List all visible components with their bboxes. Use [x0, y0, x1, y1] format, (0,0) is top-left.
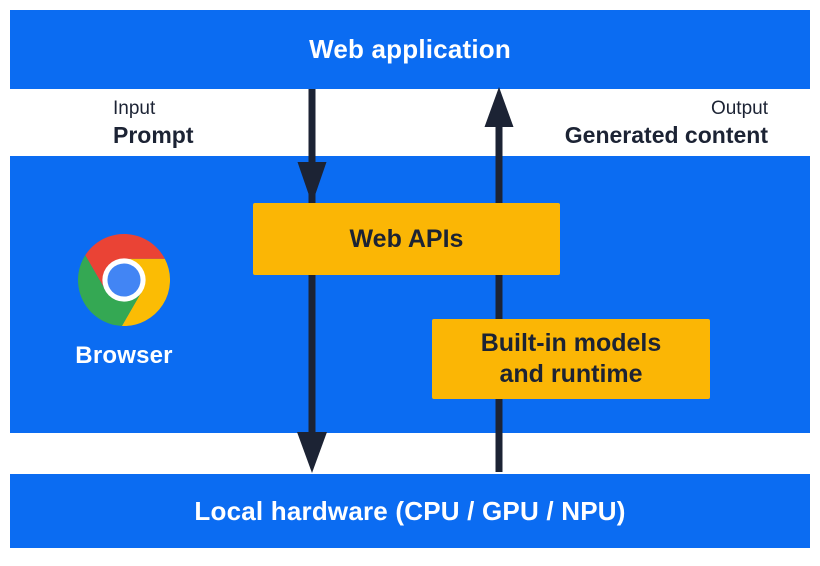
builtin-models-line1: Built-in models [480, 329, 662, 357]
input-label-group: Input Prompt [113, 96, 194, 150]
web-apis-box: Web APIs [253, 203, 560, 275]
web-apis-label: Web APIs [349, 224, 464, 253]
local-hardware-layer: Local hardware (CPU / GPU / NPU) [10, 474, 810, 548]
input-caption: Input [113, 98, 156, 119]
web-application-layer: Web application [10, 10, 810, 89]
output-label-group: Output Generated content [565, 96, 768, 150]
output-value: Generated content [564, 122, 768, 148]
output-caption: Output [710, 98, 768, 119]
local-hardware-label: Local hardware (CPU / GPU / NPU) [194, 495, 626, 526]
chrome-logo-icon [78, 234, 170, 326]
browser-label: Browser [75, 342, 173, 369]
builtin-models-line2: and runtime [499, 360, 643, 388]
builtin-models-box: Built-in models and runtime [432, 319, 710, 399]
input-value: Prompt [113, 122, 194, 148]
web-application-label: Web application [309, 34, 511, 64]
